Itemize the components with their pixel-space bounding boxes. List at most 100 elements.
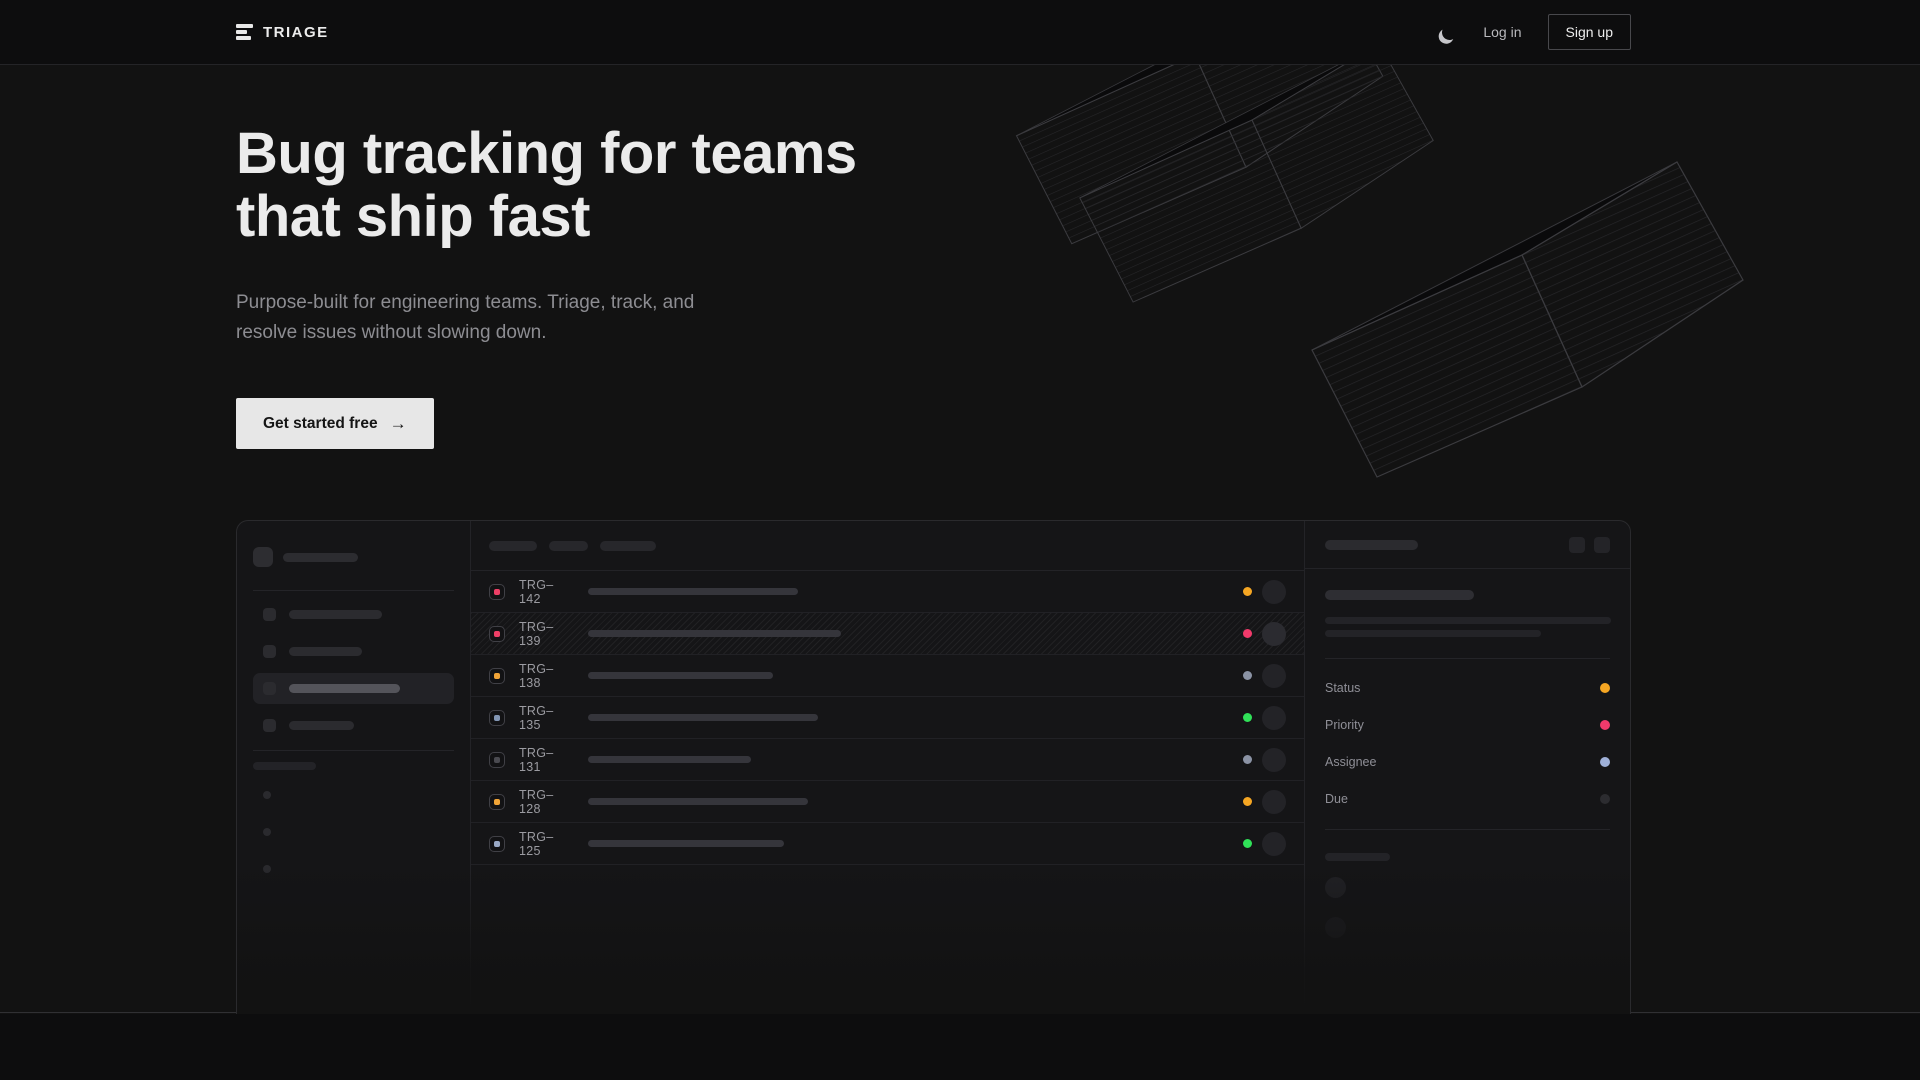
property-row: Priority: [1325, 706, 1610, 743]
hero-subtitle: Purpose-built for engineering teams. Tri…: [236, 288, 694, 348]
issue-list-header: [471, 521, 1304, 571]
issue-type-icon: [489, 751, 505, 768]
issue-type-icon: [489, 793, 505, 810]
sidebar-item-icon: [263, 719, 276, 732]
hero-title-line1: Bug tracking for teams: [236, 121, 857, 186]
issue-title-skeleton: [588, 714, 818, 721]
issue-title-skeleton: [588, 756, 751, 763]
hero-subtitle-line1: Purpose-built for engineering teams. Tri…: [236, 292, 695, 313]
issue-title-skeleton: [588, 630, 841, 637]
assignee-avatar: [1262, 831, 1286, 856]
sidebar-item-icon: [263, 608, 276, 621]
status-dot: [1243, 629, 1252, 638]
issue-id: TRG–131: [519, 745, 554, 774]
get-started-button[interactable]: Get started free →: [236, 398, 434, 449]
issue-type-icon: [489, 667, 505, 684]
sidebar-item-icon: [263, 645, 276, 658]
issue-row: TRG–138: [471, 655, 1304, 697]
detail-action-button: [1594, 536, 1610, 553]
workspace-name-skeleton: [283, 552, 358, 562]
issue-title-skeleton: [588, 588, 798, 595]
comment-avatar: [1325, 877, 1346, 898]
status-dot: [1243, 755, 1252, 764]
issue-row: TRG–139: [471, 613, 1304, 655]
issue-row: TRG–125: [471, 823, 1304, 865]
detail-divider: [1325, 658, 1610, 659]
property-label: Assignee: [1325, 754, 1377, 769]
property-label: Priority: [1325, 717, 1364, 732]
status-dot: [1243, 713, 1252, 722]
hero-title-line2: that ship fast: [236, 184, 590, 249]
issue-row: TRG–142: [471, 571, 1304, 613]
issue-id: TRG–138: [519, 661, 554, 690]
sidebar-item-label-skeleton: [289, 610, 382, 619]
hero-subtitle-line2: resolve issues without slowing down.: [236, 322, 547, 343]
filter-tab-skeleton: [489, 540, 537, 551]
wireframe-slab-3: [1311, 161, 1744, 478]
status-dot: [1243, 797, 1252, 806]
signup-button[interactable]: Sign up: [1547, 14, 1631, 50]
property-row: Due: [1325, 780, 1610, 817]
sidebar-item-skeleton: [253, 599, 454, 630]
arrow-right-icon: →: [389, 413, 407, 433]
issue-type-icon: [489, 625, 505, 642]
detail-description-skeleton: [1325, 617, 1611, 624]
detail-divider: [1325, 829, 1610, 830]
issue-title-skeleton: [588, 672, 773, 679]
sidebar-divider: [253, 750, 454, 751]
status-dot: [1243, 671, 1252, 680]
issue-type-icon: [489, 709, 505, 726]
wireframe-slab-2: [1079, 43, 1434, 303]
project-dot: [263, 865, 271, 873]
property-row: Status: [1325, 669, 1610, 706]
issue-id: TRG–135: [519, 703, 554, 732]
workspace-avatar: [253, 547, 273, 567]
get-started-label: Get started free: [263, 414, 378, 432]
issue-id: TRG–128: [519, 787, 554, 816]
assignee-avatar: [1262, 579, 1286, 604]
status-dot: [1243, 839, 1252, 848]
triage-bars-icon: [236, 24, 253, 40]
detail-header: [1305, 521, 1630, 569]
property-value-dot: [1600, 719, 1610, 730]
sidebar-item-label-skeleton: [289, 647, 362, 656]
theme-toggle-moon-icon[interactable]: [1441, 23, 1459, 41]
sidebar-item-icon: [263, 682, 276, 695]
filter-tab-skeleton: [600, 540, 656, 551]
property-row: Assignee: [1325, 743, 1610, 780]
brand-logo[interactable]: TRIAGE: [236, 0, 329, 64]
issue-type-icon: [489, 583, 505, 600]
property-label: Due: [1325, 791, 1348, 806]
mockup-sidebar: [237, 521, 471, 1014]
sidebar-item-skeleton: [253, 636, 454, 667]
assignee-avatar: [1262, 789, 1286, 814]
sidebar-nav: [253, 599, 454, 741]
issue-row: TRG–135: [471, 697, 1304, 739]
site-header: TRIAGE Log in Sign up: [0, 0, 1920, 65]
header-nav: Log in Sign up: [1442, 0, 1631, 64]
sidebar-divider: [253, 590, 454, 591]
issue-title-skeleton: [588, 840, 784, 847]
detail-description-skeleton: [1325, 630, 1541, 637]
assignee-avatar: [1262, 621, 1286, 646]
filter-tab-skeleton: [549, 540, 588, 551]
wireframe-decoration: [1015, 0, 1744, 478]
project-dot: [263, 828, 271, 836]
workspace-switcher-skeleton: [253, 547, 454, 567]
comment-avatar: [1325, 917, 1346, 938]
login-link[interactable]: Log in: [1483, 24, 1522, 40]
property-value-dot: [1600, 793, 1610, 804]
footer-band: [0, 1014, 1920, 1080]
detail-header-buttons: [1569, 536, 1610, 553]
project-dot: [263, 791, 271, 799]
sidebar-section-label-skeleton: [253, 762, 316, 770]
assignee-avatar: [1262, 705, 1286, 730]
detail-title-skeleton: [1325, 590, 1474, 600]
status-dot: [1243, 587, 1252, 596]
